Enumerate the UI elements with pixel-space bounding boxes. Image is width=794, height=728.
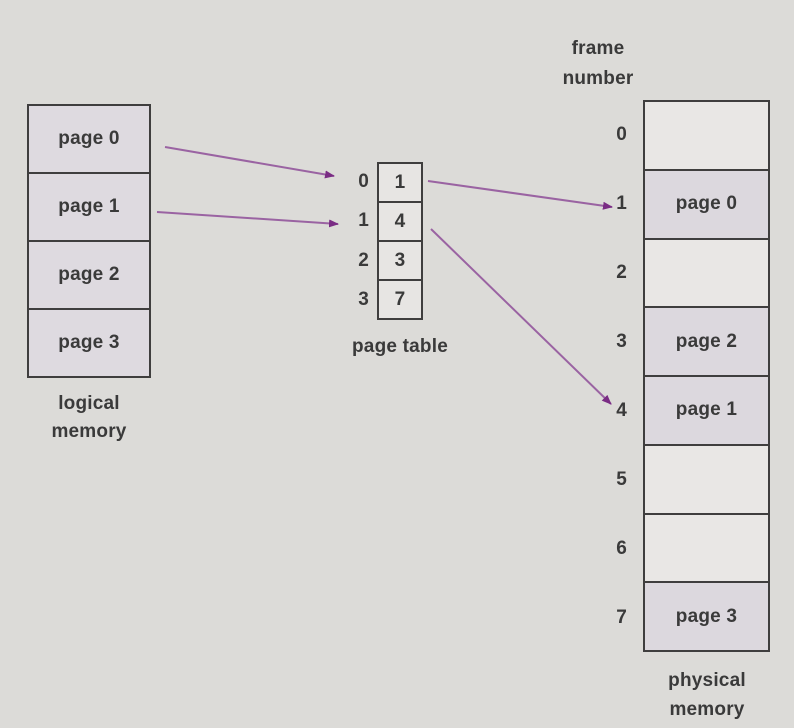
physical-frame-2 <box>645 237 768 307</box>
frame-number-0: 0 <box>616 123 627 145</box>
frame-number-2: 2 <box>616 261 627 283</box>
page-table-label: page table <box>352 336 448 357</box>
logical-memory-label: logical memory <box>19 390 159 446</box>
physical-memory-label: physical memory <box>637 666 777 724</box>
mapping-arrow-logical-page-0-to-page-table-entry-0 <box>164 146 335 179</box>
physical-frame-7: page 3 <box>645 581 768 650</box>
physical-frame-4: page 1 <box>645 375 768 444</box>
frame-number-column: 0 1 2 3 4 5 6 7 <box>565 100 635 652</box>
page-table-index-3: 3 <box>358 289 369 311</box>
page-table-cell-1: 4 <box>379 201 421 240</box>
logical-memory-cell-page1: page 1 <box>29 172 149 240</box>
frame-number-6: 6 <box>616 537 627 559</box>
page-table-cell-3: 7 <box>379 279 421 318</box>
frame-number-header: frame number <box>528 34 668 94</box>
frame-number-4: 4 <box>616 399 627 421</box>
logical-memory-cell-page3: page 3 <box>29 308 149 376</box>
page-table-cell-0: 1 <box>379 164 421 201</box>
frame-number-header-line1: frame <box>571 38 625 59</box>
physical-frame-0 <box>645 102 768 169</box>
page-table-box: 1 4 3 7 <box>377 162 423 320</box>
logical-memory-cell-page0: page 0 <box>29 106 149 172</box>
page-table-index-2: 2 <box>358 249 369 271</box>
physical-frame-1: page 0 <box>645 168 768 238</box>
page-table-cell-2: 3 <box>379 240 421 279</box>
frame-number-header-line2: number <box>562 68 634 89</box>
frame-number-3: 3 <box>616 330 627 352</box>
frame-number-5: 5 <box>616 468 627 490</box>
frame-number-1: 1 <box>616 192 627 214</box>
mapping-arrow-logical-page-1-to-page-table-entry-1 <box>156 211 339 228</box>
physical-memory-label-line1: physical <box>668 670 746 691</box>
physical-memory-box: page 0 page 2 page 1 page 3 <box>643 100 770 652</box>
page-table-index-0: 0 <box>358 170 369 192</box>
physical-frame-6 <box>645 512 768 582</box>
page-table-index-1: 1 <box>358 210 369 232</box>
logical-memory-label-line1: logical <box>58 393 120 414</box>
logical-memory-cell-page2: page 2 <box>29 240 149 308</box>
physical-memory-label-line2: memory <box>669 699 745 720</box>
physical-frame-5 <box>645 443 768 513</box>
logical-memory-label-line2: memory <box>51 421 127 442</box>
logical-memory-box: page 0 page 1 page 2 page 3 <box>27 104 151 378</box>
physical-frame-3: page 2 <box>645 306 768 375</box>
frame-number-7: 7 <box>616 606 627 628</box>
page-table-index-column: 0 1 2 3 <box>329 162 369 320</box>
